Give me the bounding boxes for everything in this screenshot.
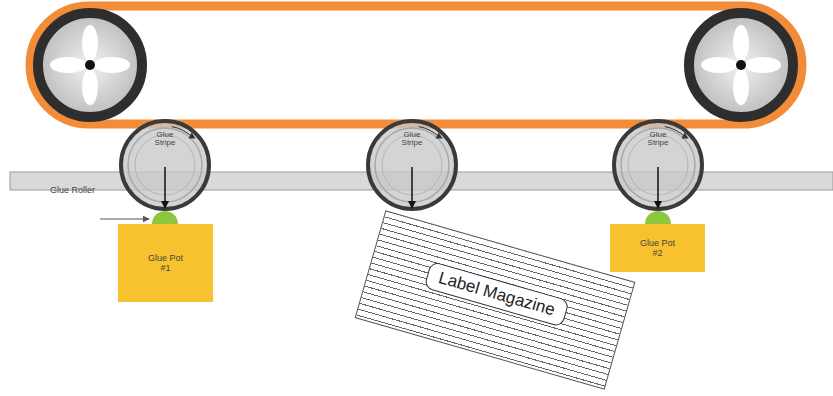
- node-text: Glue Stripe: [396, 131, 428, 148]
- node-label: Glue Stripe: [611, 131, 705, 148]
- glue-pot: Glue Pot #1: [118, 224, 213, 302]
- node-label: Glue Pot #1: [144, 253, 188, 274]
- label-magazine: Label Magazine: [355, 210, 636, 389]
- conveyor-belt: [30, 6, 802, 124]
- node-text: Glue Stripe: [642, 131, 674, 148]
- glue-stripe-roller: Glue Stripe: [611, 118, 705, 212]
- part-label: Glue Roller: [45, 184, 95, 198]
- node-text: Glue Stripe: [149, 131, 181, 148]
- node-label: Glue Stripe: [365, 131, 459, 148]
- glue-pot: Glue Pot #2: [610, 224, 705, 272]
- glue-stripe-roller: Glue Stripe: [118, 118, 212, 212]
- node-text: Glue Pot #2: [640, 238, 675, 258]
- glue-stripe-roller: Glue Stripe: [365, 118, 459, 212]
- glue-roller: [152, 211, 178, 224]
- node-text: Label Magazine: [436, 268, 557, 319]
- glue-roller: [645, 211, 671, 224]
- node-text: Glue Pot #1: [148, 253, 183, 273]
- node-label: Glue Stripe: [118, 131, 212, 148]
- leader-line: [100, 219, 149, 220]
- belt-wheel: [689, 13, 793, 117]
- node-label: Label Magazine: [424, 261, 570, 328]
- belt-wheel: [38, 13, 142, 117]
- node-label: Glue Pot #2: [636, 238, 680, 259]
